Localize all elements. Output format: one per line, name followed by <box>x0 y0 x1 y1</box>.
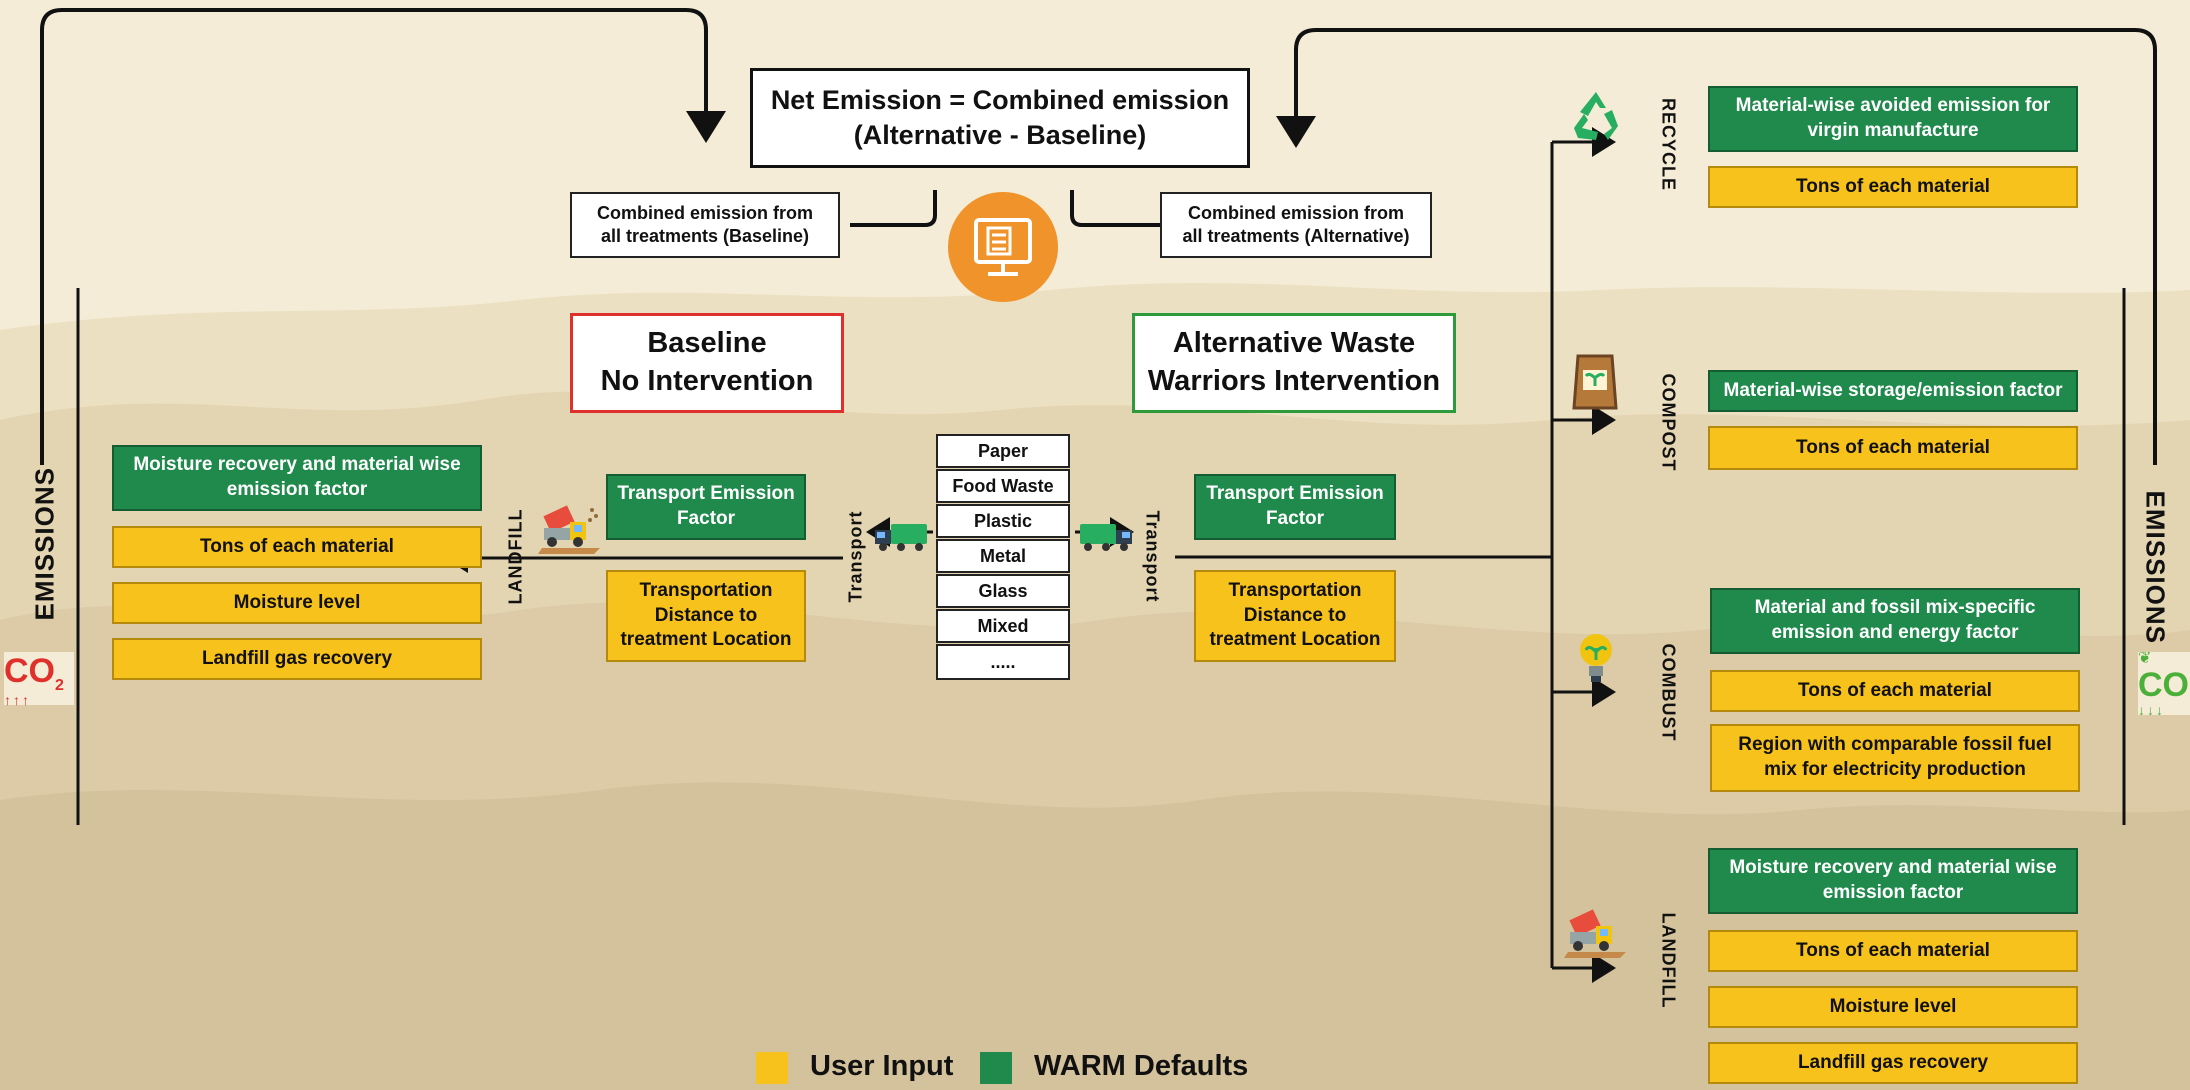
co2-right-text: CO <box>2138 666 2189 704</box>
co2-right-icon: ❦ CO ↓↓↓ <box>2138 652 2190 715</box>
co2-left-icon: CO2 ↑↑↑ <box>4 652 74 707</box>
material-item-more: ..... <box>936 644 1070 680</box>
co2-left-sub: 2 <box>55 676 64 694</box>
legend-warm-defaults-label: WARM Defaults <box>1034 1050 1249 1082</box>
left-transport-factor-line1: Transport Emission <box>617 483 795 505</box>
compost-tons-box: Tons of each material <box>1708 426 2078 470</box>
alternative-line2: Warriors Intervention <box>1147 365 1441 397</box>
combust-factor-box: Material and fossil mix-specific emissio… <box>1710 588 2080 654</box>
left-landfill-label: LANDFILL <box>505 508 526 605</box>
net-emission-line2: (Alternative - Baseline) <box>853 120 1147 150</box>
right-landfill-moisture-box: Moisture level <box>1708 986 2078 1028</box>
material-item-glass: Glass <box>936 574 1070 608</box>
combust-factor-line1: Material and fossil mix-specific <box>1754 597 2036 619</box>
right-transport-label: Transport <box>1142 510 1163 603</box>
material-item-mixed: Mixed <box>936 609 1070 643</box>
compost-label: COMPOST <box>1658 373 1679 472</box>
combust-label: COMBUST <box>1658 643 1679 742</box>
combust-factor-line2: emission and energy factor <box>1771 622 2019 643</box>
right-transport-factor-line2: Factor <box>1265 508 1325 529</box>
left-transport-distance-box: Transportation Distance to treatment Loc… <box>606 570 806 662</box>
compost-factor-box: Material-wise storage/emission factor <box>1708 370 2078 412</box>
left-landfill-tons-box: Tons of each material <box>112 526 482 568</box>
left-landfill-factor-box: Moisture recovery and material wise emis… <box>112 445 482 511</box>
combust-region-box: Region with comparable fossil fuel mix f… <box>1710 724 2080 792</box>
material-item-food-waste: Food Waste <box>936 469 1070 503</box>
right-transport-factor-line1: Transport Emission <box>1206 483 1384 505</box>
recycle-factor-line1: Material-wise avoided emission for <box>1735 95 2051 117</box>
recycle-factor-line2: virgin manufacture <box>1807 120 1979 141</box>
lightbulb-icon <box>1576 630 1616 690</box>
left-transport-label: Transport <box>845 510 866 603</box>
co2-left-text: CO <box>4 652 55 690</box>
dump-truck-icon <box>1562 904 1632 960</box>
legend-user-input-swatch <box>756 1052 788 1084</box>
left-transport-distance-line3: treatment Location <box>620 629 792 651</box>
net-emission-box: Net Emission = Combined emission (Altern… <box>750 68 1250 168</box>
recycle-factor-box: Material-wise avoided emission for virgi… <box>1708 86 2078 152</box>
garbage-truck-icon <box>1078 522 1134 554</box>
left-transport-factor-line2: Factor <box>676 508 736 529</box>
left-landfill-gas-box: Landfill gas recovery <box>112 638 482 680</box>
right-landfill-gas-box: Landfill gas recovery <box>1708 1042 2078 1084</box>
combust-tons-box: Tons of each material <box>1710 670 2080 712</box>
left-landfill-factor-line1: Moisture recovery and material wise <box>133 454 461 476</box>
recycle-icon <box>1568 88 1624 142</box>
right-transport-distance-box: Transportation Distance to treatment Loc… <box>1194 570 1396 662</box>
combined-alternative-box: Combined emission from all treatments (A… <box>1160 192 1432 258</box>
right-landfill-label: LANDFILL <box>1658 912 1679 1009</box>
garbage-truck-icon <box>873 522 929 554</box>
combined-baseline-line2: all treatments (Baseline) <box>600 226 810 246</box>
right-transport-distance-line2: Distance to <box>1243 604 1347 626</box>
legend-user-input-label: User Input <box>810 1050 954 1082</box>
left-landfill-moisture-box: Moisture level <box>112 582 482 624</box>
dump-truck-icon <box>536 500 606 556</box>
recycle-label: RECYCLE <box>1658 97 1679 191</box>
recycle-tons-box: Tons of each material <box>1708 166 2078 208</box>
right-transport-factor-box: Transport Emission Factor <box>1194 474 1396 540</box>
combust-region-line1: Region with comparable fossil fuel <box>1738 734 2052 756</box>
right-landfill-tons-box: Tons of each material <box>1708 930 2078 972</box>
right-transport-distance-line1: Transportation <box>1228 579 1362 601</box>
left-transport-distance-line1: Transportation <box>639 579 773 601</box>
left-transport-distance-line2: Distance to <box>654 604 758 626</box>
net-emission-line1: Net Emission = Combined emission <box>770 84 1230 115</box>
baseline-scenario-box: Baseline No Intervention <box>570 313 844 413</box>
combined-alternative-line2: all treatments (Alternative) <box>1182 226 1410 246</box>
combust-region-line2: mix for electricity production <box>1764 759 2026 780</box>
combined-alternative-line1: Combined emission from <box>1187 202 1405 223</box>
emissions-label-right: EMISSIONS <box>2140 490 2171 644</box>
material-item-paper: Paper <box>936 434 1070 468</box>
emissions-label-left: EMISSIONS <box>29 467 60 621</box>
legend-warm-defaults-swatch <box>980 1052 1012 1084</box>
material-item-metal: Metal <box>936 539 1070 573</box>
alternative-scenario-box: Alternative Waste Warriors Intervention <box>1132 313 1456 413</box>
baseline-line2: No Intervention <box>600 365 814 397</box>
right-landfill-factor-line2: emission factor <box>1822 882 1964 903</box>
left-landfill-factor-line2: emission factor <box>226 479 368 500</box>
material-item-plastic: Plastic <box>936 504 1070 538</box>
alternative-line1: Alternative Waste <box>1172 327 1416 360</box>
baseline-line1: Baseline <box>647 327 767 360</box>
combined-baseline-box: Combined emission from all treatments (B… <box>570 192 840 258</box>
combined-baseline-line1: Combined emission from <box>596 202 814 223</box>
left-transport-factor-box: Transport Emission Factor <box>606 474 806 540</box>
compost-bag-icon <box>1572 350 1618 412</box>
computer-monitor-icon <box>948 192 1058 302</box>
right-landfill-factor-line1: Moisture recovery and material wise <box>1729 857 2057 879</box>
right-transport-distance-line3: treatment Location <box>1209 629 1381 651</box>
right-landfill-factor-box: Moisture recovery and material wise emis… <box>1708 848 2078 914</box>
